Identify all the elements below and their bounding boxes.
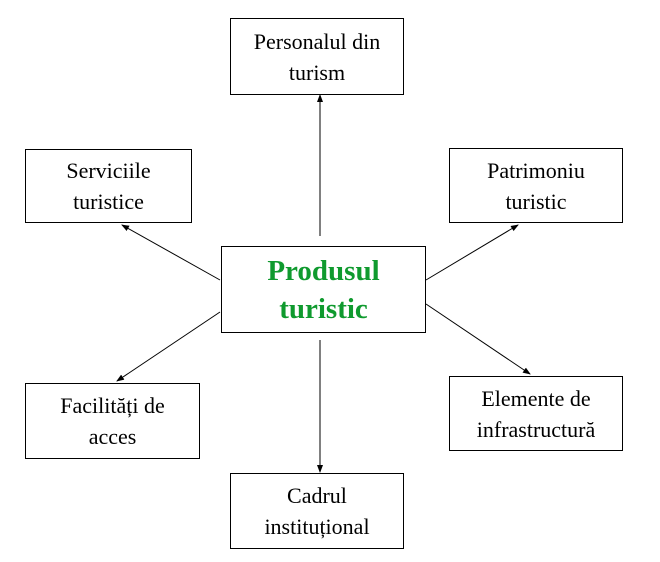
node-patrimoniu: Patrimoniu turistic	[449, 148, 623, 223]
node-label: turism	[288, 59, 346, 85]
node-label: turistice	[73, 189, 144, 214]
node-personal: Personalul din turism	[230, 18, 404, 95]
arrow-to-patrimoniu	[425, 224, 519, 281]
node-label: Personalul din	[253, 28, 381, 54]
arrow-to-infrastructura	[425, 303, 531, 375]
node-label: infrastructură	[476, 416, 596, 442]
central-node: Produsul turistic	[221, 246, 426, 333]
node-facilitati: Facilități de acces	[25, 383, 200, 459]
node-label: Cadrul	[287, 483, 347, 508]
node-label: Elemente de	[481, 385, 591, 411]
node-label: Facilități de	[60, 393, 165, 418]
node-infrastructura: Elemente de infrastructură	[449, 376, 623, 451]
node-cadrul: Cadrul instituțional	[230, 473, 404, 549]
central-line1: Produsul	[267, 254, 380, 287]
node-label: instituțional	[264, 514, 370, 539]
node-label: Serviciile	[66, 158, 151, 183]
arrow-to-servicii	[121, 224, 221, 281]
node-label: turistic	[505, 188, 567, 214]
node-label: acces	[88, 424, 137, 449]
arrow-to-facilitati	[116, 311, 221, 382]
node-label: Patrimoniu	[487, 157, 585, 183]
central-line2: turistic	[279, 292, 368, 325]
node-servicii: Serviciile turistice	[25, 149, 192, 223]
